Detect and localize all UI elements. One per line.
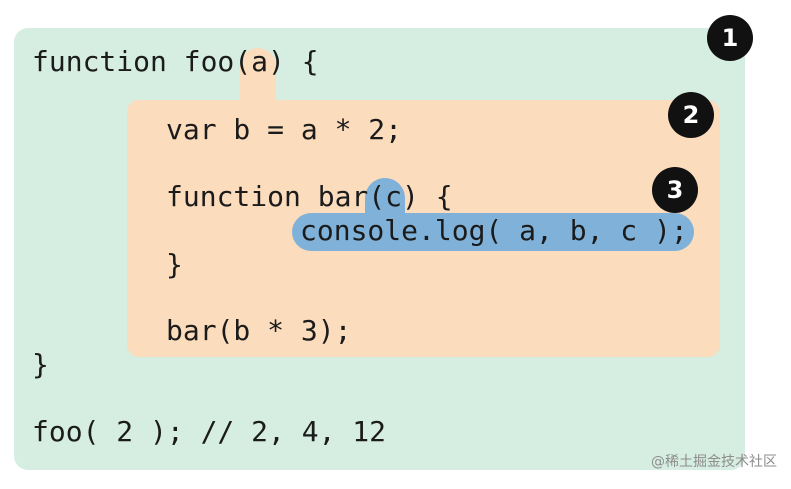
code-line-bar-close: } [166,248,183,281]
code-line-bar-call: bar(b * 3); [166,314,352,347]
scope-1-number-badge: 1 [707,15,753,61]
watermark: @稀土掘金技术社区 [651,454,777,470]
code-line-var-b: var b = a * 2; [166,113,403,146]
scope-3-bar-bubble [292,213,694,251]
code-line-console-log: console.log( a, b, c ); [300,214,688,247]
scope-2-number-badge: 2 [668,92,714,138]
code-line-foo-call: foo( 2 ); // 2, 4, 12 [32,415,387,448]
code-line-foo-close: } [32,348,49,381]
scope-3-number-badge: 3 [652,167,698,213]
scope-2-parameter-bubble [240,48,276,106]
code-line-foo-declaration: function foo(a) { [32,45,319,78]
code-line-bar-declaration: function bar(c) { [166,180,453,213]
scope-3-parameter-bubble [365,178,405,218]
